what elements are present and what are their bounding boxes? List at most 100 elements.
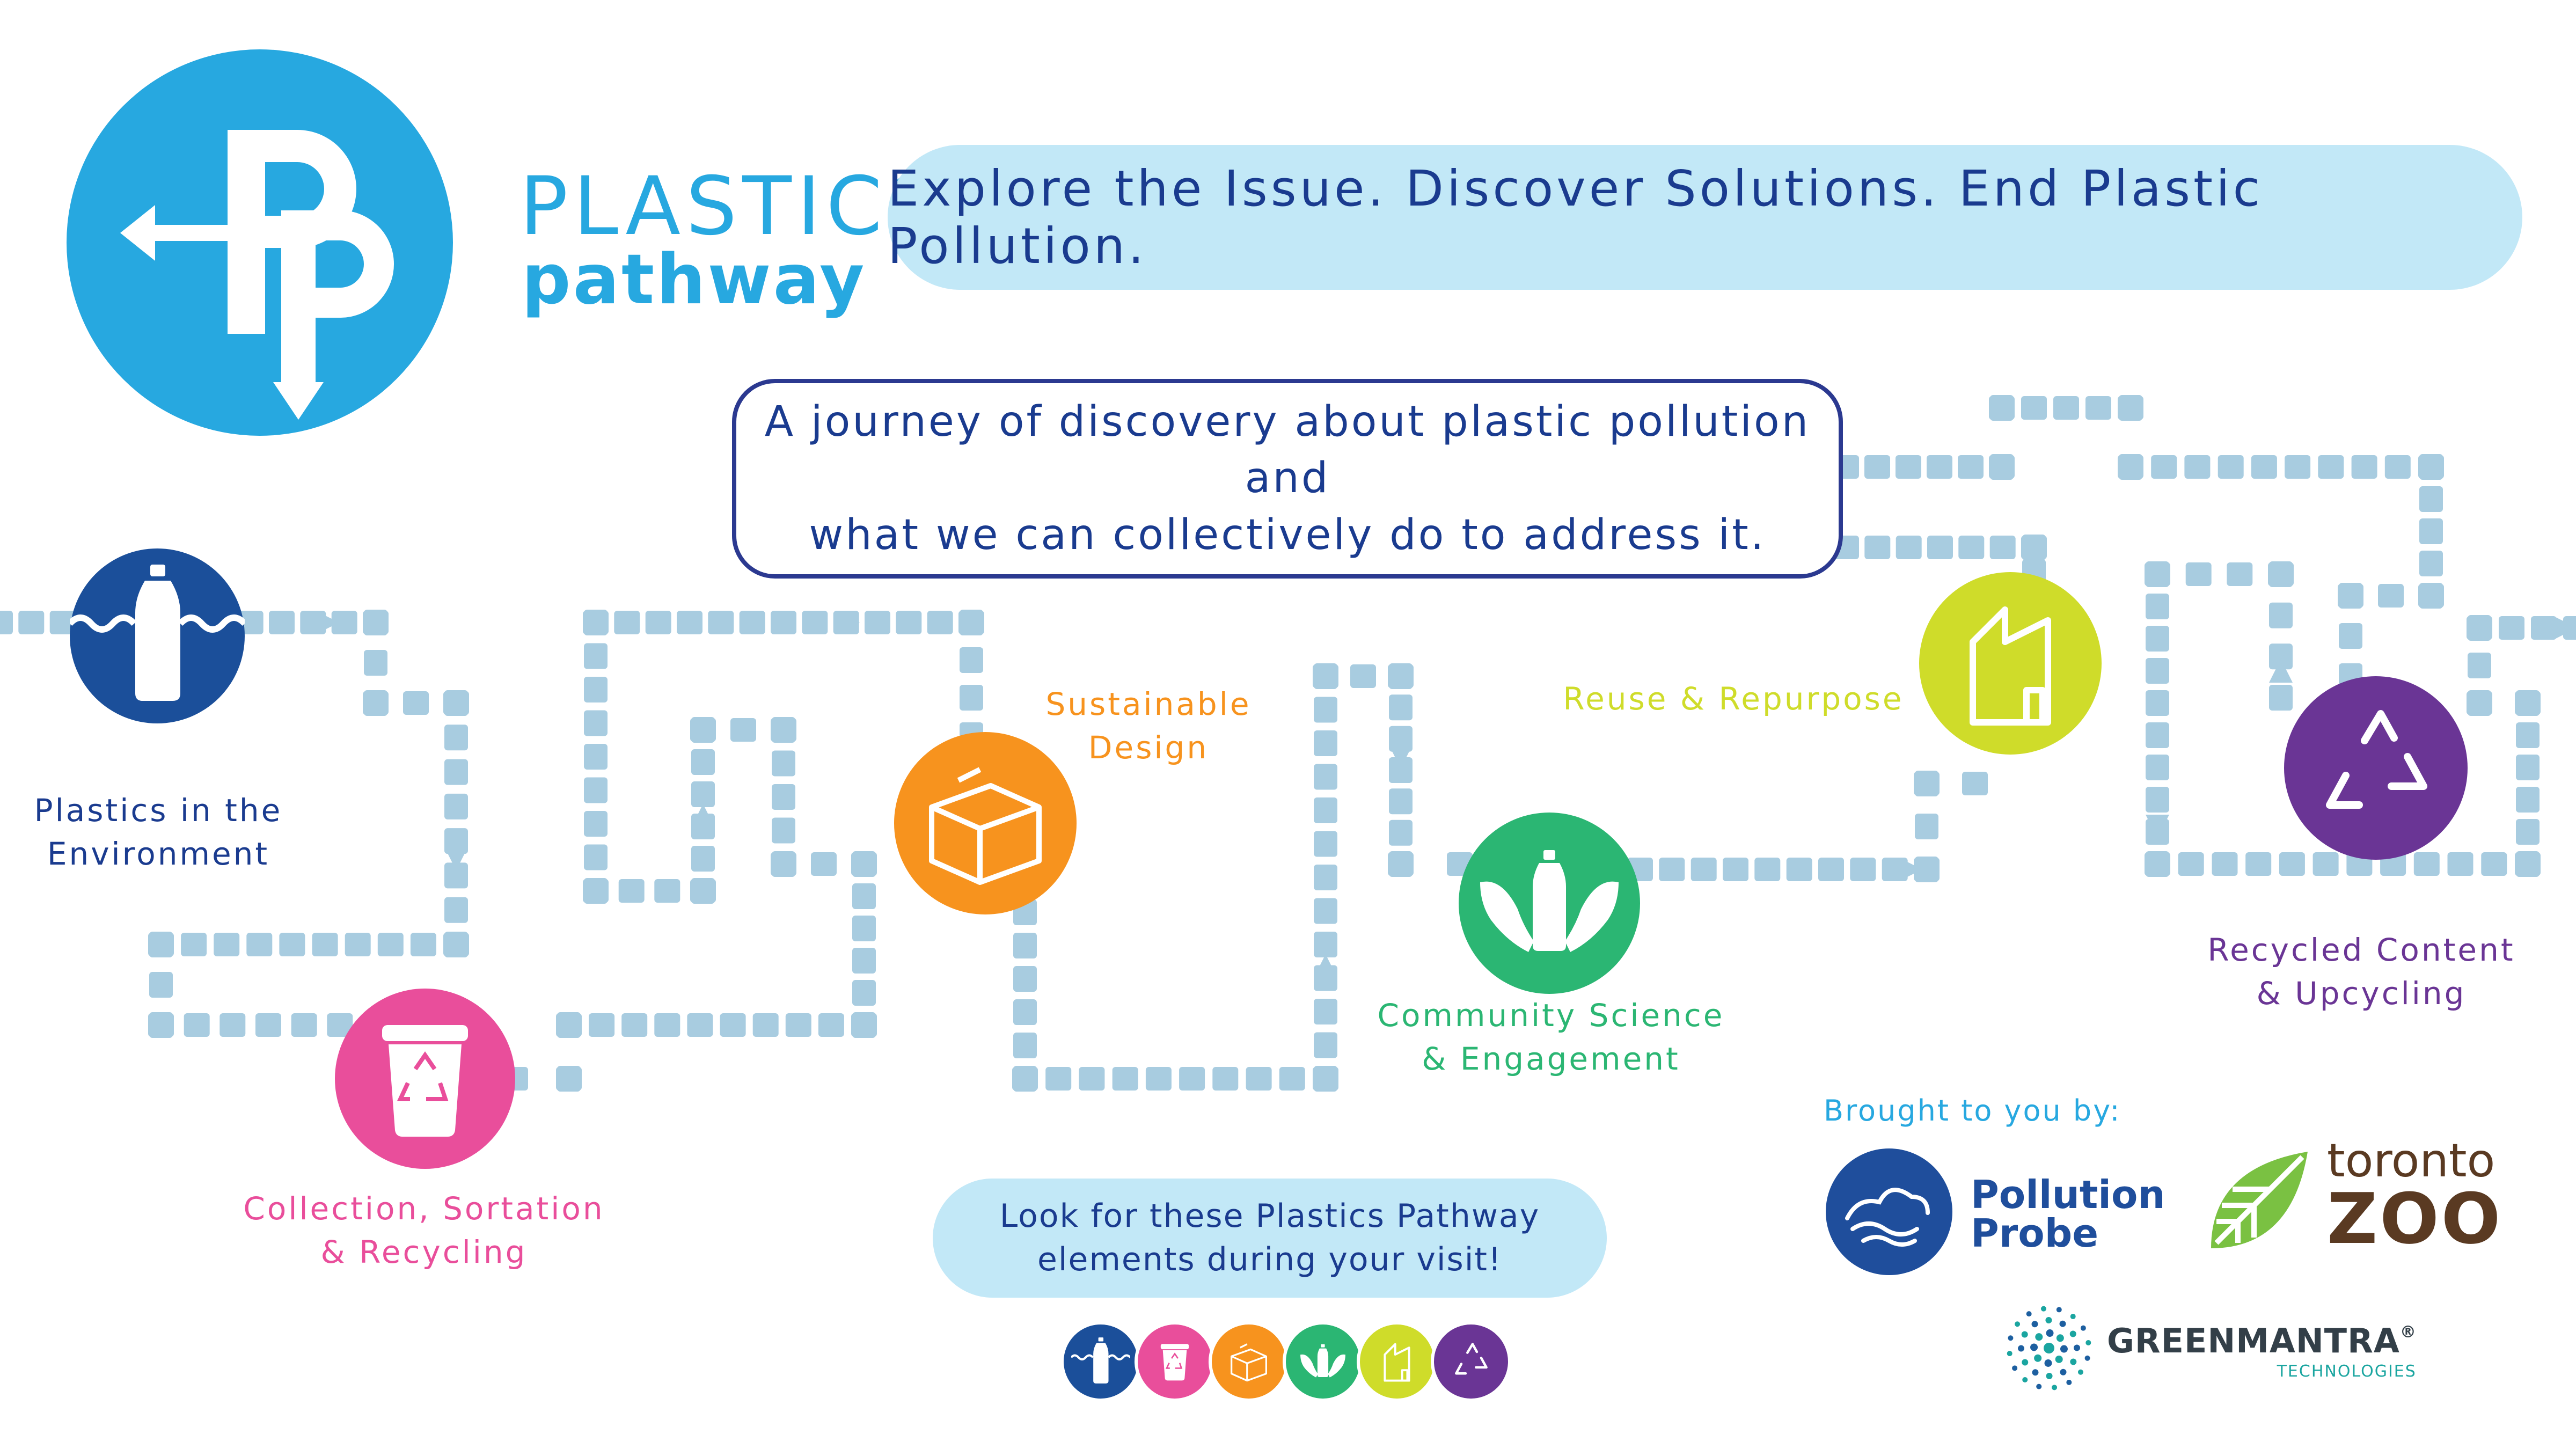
stage-recycled-label-line2: & Upcycling bbox=[2256, 975, 2467, 1012]
stage-recycled-circle bbox=[2284, 676, 2468, 860]
path-tile bbox=[1850, 858, 1876, 881]
stage-design-label: Sustainable Design bbox=[1020, 683, 1277, 770]
path-tile bbox=[2378, 584, 2404, 608]
path-tile bbox=[1962, 772, 1988, 795]
burst-dot bbox=[2044, 1343, 2054, 1353]
greenmantra-line1: GREENMANTRA® bbox=[2107, 1324, 2417, 1358]
burst-dot bbox=[2046, 1329, 2054, 1337]
greenmantra-logo: GREENMANTRA® TECHNOLOGIES bbox=[2002, 1301, 2416, 1397]
path-arrow bbox=[316, 611, 339, 634]
burst-dot bbox=[2035, 1333, 2043, 1341]
stage-design-label-line2: Design bbox=[1088, 729, 1209, 766]
path-tile bbox=[1990, 454, 2014, 480]
path-tile bbox=[584, 710, 608, 736]
path-tile bbox=[1246, 1067, 1272, 1091]
path-tile bbox=[2413, 852, 2440, 876]
path-tile bbox=[2339, 583, 2362, 609]
path-tile bbox=[1896, 455, 1921, 479]
mini-design-icon bbox=[1209, 1321, 1289, 1402]
stage-recycled-label-line1: Recycled Content bbox=[2207, 932, 2515, 968]
burst-dot bbox=[2021, 1331, 2028, 1338]
path-tile bbox=[2085, 396, 2111, 420]
path-tile bbox=[2467, 616, 2492, 640]
stage-reuse-label-line1: Reuse & Repurpose bbox=[1563, 680, 1904, 717]
look-for-line2: elements during your visit! bbox=[1037, 1241, 1503, 1278]
path-tile bbox=[2146, 561, 2169, 587]
path-tile bbox=[1012, 1067, 1038, 1091]
path-tile bbox=[584, 744, 608, 770]
path-tile bbox=[1179, 1067, 1205, 1091]
path-tile bbox=[2151, 455, 2177, 479]
path-tile bbox=[312, 933, 338, 956]
path-tile bbox=[1314, 764, 1337, 790]
pollution-probe-line1: Pollution bbox=[1971, 1172, 2165, 1217]
path-tile bbox=[1314, 797, 1337, 823]
path-tile bbox=[181, 933, 207, 956]
look-for-line1: Look for these Plastics Pathway bbox=[999, 1197, 1540, 1235]
path-tile bbox=[2185, 562, 2212, 586]
recycle-arrows-icon bbox=[2326, 710, 2427, 809]
greenmantra-name: GREENMANTRA bbox=[2107, 1321, 2400, 1360]
path-tile bbox=[1896, 536, 1922, 559]
path-tile bbox=[49, 611, 76, 634]
path-tile bbox=[2245, 852, 2272, 876]
cloud-wave-icon bbox=[1826, 1148, 1952, 1275]
burst-dot bbox=[2060, 1345, 2068, 1353]
path-tile bbox=[2447, 852, 2473, 876]
path-tile bbox=[444, 862, 468, 889]
intro-box: A journey of discovery about plastic pol… bbox=[732, 379, 1843, 579]
burst-dot bbox=[2069, 1330, 2076, 1337]
burst-dot bbox=[2018, 1345, 2025, 1352]
path-tile bbox=[1314, 831, 1337, 857]
path-tile bbox=[2146, 690, 2169, 716]
path-tile bbox=[708, 611, 734, 634]
path-tile bbox=[444, 759, 468, 785]
mini-environment-icon bbox=[1060, 1321, 1141, 1402]
path-tile bbox=[219, 1013, 246, 1037]
path-tile bbox=[1314, 999, 1337, 1024]
path-tile bbox=[654, 1013, 680, 1037]
path-tile bbox=[2516, 722, 2540, 748]
path-tile bbox=[2481, 852, 2507, 876]
path-tile bbox=[852, 948, 876, 974]
burst-dot bbox=[2030, 1343, 2038, 1351]
path-tile bbox=[1112, 1067, 1138, 1091]
path-tile bbox=[852, 883, 876, 909]
greenmantra-line2: TECHNOLOGIES bbox=[2277, 1362, 2417, 1381]
path-tile bbox=[2146, 658, 2169, 684]
path-tile bbox=[2339, 623, 2362, 649]
path-tile bbox=[621, 1013, 648, 1037]
path-tile bbox=[18, 611, 45, 634]
burst-dot bbox=[2073, 1344, 2080, 1351]
mini-collection-icon bbox=[1135, 1321, 1215, 1402]
path-tile bbox=[802, 611, 828, 634]
path-tile bbox=[2268, 562, 2294, 586]
path-tile bbox=[148, 1013, 174, 1037]
path-tile bbox=[1314, 898, 1337, 924]
path-tile bbox=[2516, 819, 2540, 845]
stage-design-circle bbox=[894, 732, 1077, 914]
tagline-text: Explore the Issue. Discover Solutions. E… bbox=[888, 160, 2264, 275]
path-tile bbox=[852, 980, 876, 1006]
path-tile bbox=[1786, 858, 1812, 881]
path-tile bbox=[345, 933, 371, 956]
toronto-zoo-line2: ZOO bbox=[2327, 1178, 2503, 1260]
path-tile bbox=[1915, 814, 1938, 839]
path-tile bbox=[364, 650, 387, 676]
burst-dot bbox=[2046, 1372, 2053, 1379]
path-tile bbox=[0, 611, 13, 634]
path-tile bbox=[1313, 664, 1338, 688]
burst-dot bbox=[2084, 1355, 2090, 1361]
burst-dot bbox=[2040, 1306, 2046, 1312]
path-arrow bbox=[2146, 815, 2169, 838]
path-tile bbox=[851, 852, 877, 876]
path-tile bbox=[2269, 685, 2293, 711]
path-tile bbox=[2251, 455, 2277, 479]
stage-community-label-line2: & Engagement bbox=[1422, 1041, 1680, 1078]
path-tile bbox=[960, 685, 983, 711]
brand-name-line1: PLASTICS bbox=[519, 160, 945, 253]
path-tile bbox=[772, 750, 795, 777]
path-tile bbox=[584, 643, 608, 669]
burst-dot bbox=[2052, 1385, 2058, 1391]
